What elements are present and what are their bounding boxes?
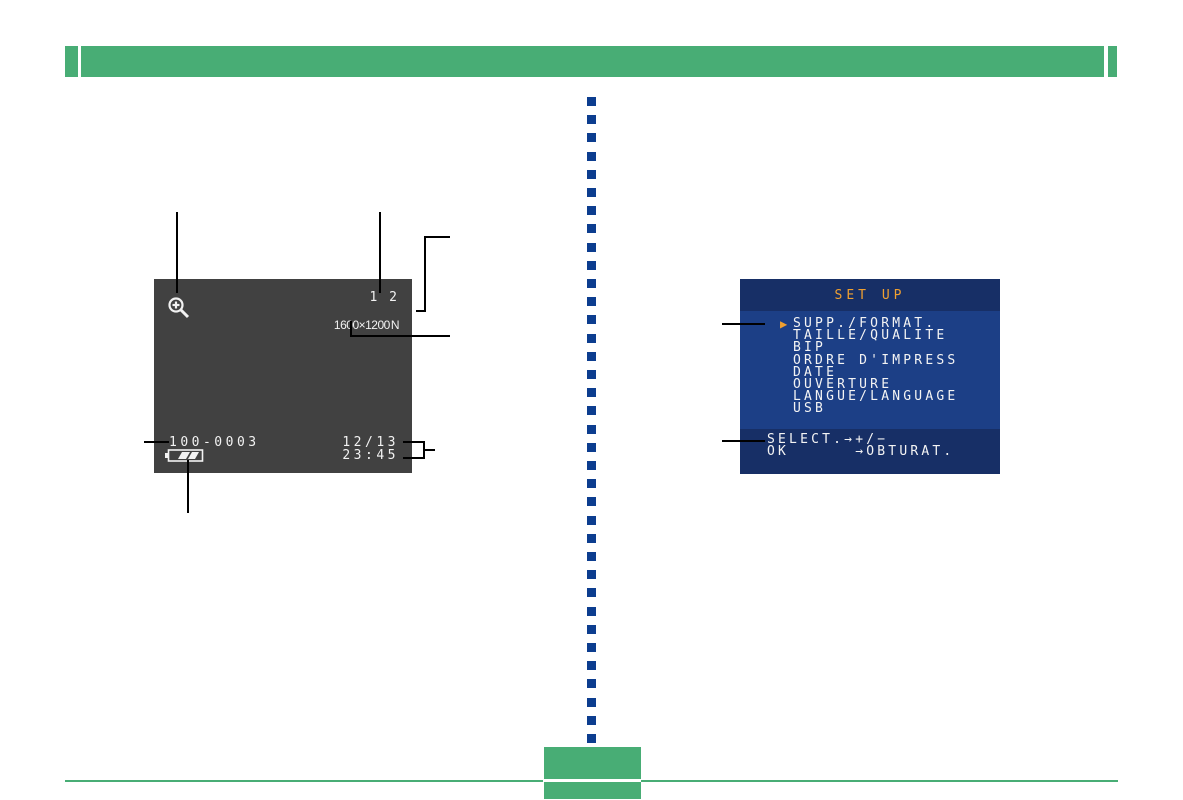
divider-dot [587,643,596,652]
divider-dot [587,461,596,470]
quality-value: N [390,318,400,332]
callout-line-datetime-out [423,449,435,451]
divider-dot [587,552,596,561]
divider-dot [587,479,596,489]
setup-menu-item[interactable]: BIP [793,340,827,356]
callout-line-size-v [350,321,352,336]
callout-line-datetime-top [403,441,425,443]
setup-menu-title: SET UP [740,279,1000,311]
divider-dot [587,297,596,307]
callout-line-size-h [350,335,450,337]
divider-dot [587,606,596,616]
callout-line-menu-footer [722,440,765,442]
divider-dot [587,279,596,288]
callout-line-quality-bottom [416,310,426,312]
divider-dot [587,315,596,325]
divider-dot [587,133,596,143]
callout-line-quality-top [424,236,450,238]
header-bar-right-tab [1108,46,1117,77]
footer-line-right [641,780,1118,782]
date: 12/13 [342,435,399,450]
setup-menu-item[interactable]: TAILLE/QUALITE [793,328,948,344]
divider-dot [587,151,596,161]
header-bar [81,46,1104,77]
callout-line-count [379,212,381,293]
divider-dot [587,115,596,125]
divider-dot [587,388,596,398]
setup-menu-item[interactable]: SUPP./FORMAT. [793,316,937,331]
setup-menu-item[interactable]: OUVERTURE [793,377,893,392]
setup-menu-item[interactable]: LANGUE/LANGUAGE [793,389,959,405]
callout-line-quality-v [424,236,426,311]
image-count: 1 2 [369,290,399,305]
callout-line-file [144,441,169,443]
battery-icon [165,449,204,462]
divider-dot [587,624,596,634]
header-bar-left-tab [65,46,78,77]
image-size-value: 1600×1200 [333,318,390,332]
divider-dot [587,570,596,580]
divider-dot [587,333,596,343]
divider-dot [587,97,596,106]
page-number-tab-bottom [544,782,641,799]
divider-dot [587,224,596,234]
divider-dot [587,679,596,689]
divider-dot [587,188,596,197]
file-number: 100-0003 [169,435,260,450]
setup-menu-item[interactable]: ORDRE D'IMPRESS [793,352,959,368]
footer-select-hint: SELECT.→+/− [767,432,889,447]
divider-dot [587,497,596,507]
divider-dot [587,442,596,452]
callout-line-zoom [176,212,178,293]
footer-line-left [65,780,543,782]
divider-dot [587,206,596,216]
menu-cursor: ▶ [780,317,788,331]
divider-dot [587,424,596,434]
setup-menu-item[interactable]: USB [793,401,827,417]
divider-dot [587,734,596,743]
image-size: 1600×1200N [323,306,400,345]
divider-dot [587,406,596,416]
divider-dot [587,715,596,725]
divider-dot [587,370,596,379]
divider-dot [587,242,596,252]
callout-line-datetime-bottom [403,457,425,459]
divider-dot [587,588,596,598]
divider-dot [587,533,596,543]
zoom-in-icon [168,297,190,319]
callout-line-menu-item [722,323,765,325]
setup-menu-item[interactable]: DATE [793,364,838,380]
page-number-tab-top [544,747,641,779]
callout-line-battery [187,460,189,513]
time: 23:45 [342,448,399,463]
divider-dot [587,260,596,270]
playback-lcd-screen: 1 2 1600×1200N 100-0003 12/13 23:45 [154,279,412,473]
divider-dot [587,351,596,361]
footer-ok-hint: OK →OBTURAT. [767,444,955,459]
setup-menu-footer: SELECT.→+/− OK →OBTURAT. [740,429,1000,474]
divider-dot [587,697,596,707]
divider-dot [587,169,596,179]
divider-dot [587,515,596,525]
divider-dot [587,661,596,671]
